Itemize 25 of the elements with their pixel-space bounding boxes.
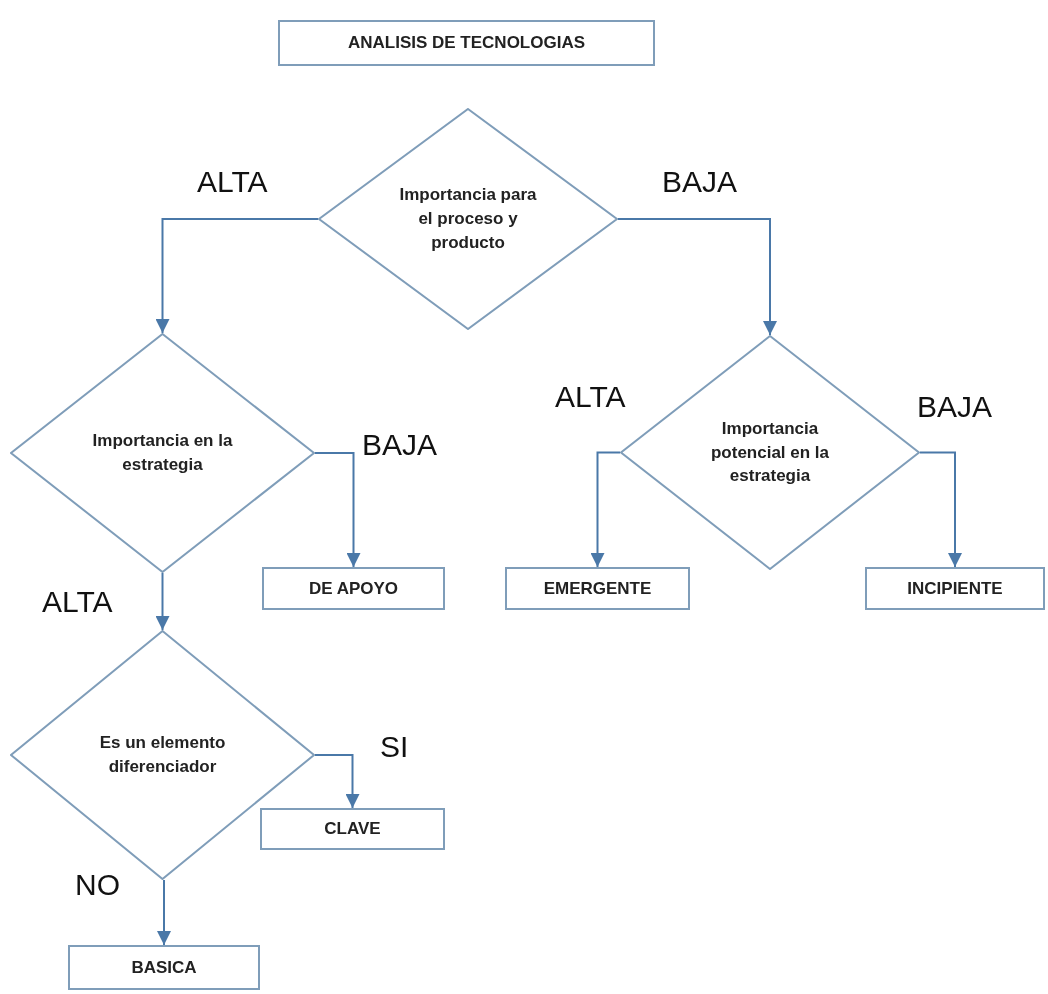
node-text: Importancia en la estrategia — [91, 430, 234, 476]
arrow — [155, 572, 170, 631]
process-box — [505, 567, 690, 610]
node-text: CLAVE — [324, 818, 381, 841]
node-text: INCIPIENTE — [907, 577, 1003, 600]
arrow — [617, 218, 777, 336]
title-box: ANALISIS DE TECNOLOGIAS — [278, 20, 655, 66]
node-text: Es un elemento diferenciador — [98, 732, 227, 778]
node-text: Importancia para el proceso y producto — [398, 184, 538, 254]
node-text: BASICA — [131, 956, 197, 979]
arrow — [155, 218, 319, 334]
process-box — [262, 567, 445, 610]
node-text: DE APOYO — [308, 577, 399, 600]
node-text: EMERGENTE — [543, 577, 652, 600]
process-box — [260, 808, 445, 850]
arrow — [157, 879, 171, 946]
arrow — [590, 451, 621, 568]
node-text: Importancia potencial en la estrategia — [709, 417, 831, 488]
arrow — [314, 452, 361, 568]
decision-diamond — [318, 108, 618, 330]
arrow — [314, 754, 360, 809]
process-box — [865, 567, 1045, 610]
arrow — [919, 451, 962, 568]
decision-diamond — [10, 333, 315, 573]
process-box — [68, 945, 260, 990]
